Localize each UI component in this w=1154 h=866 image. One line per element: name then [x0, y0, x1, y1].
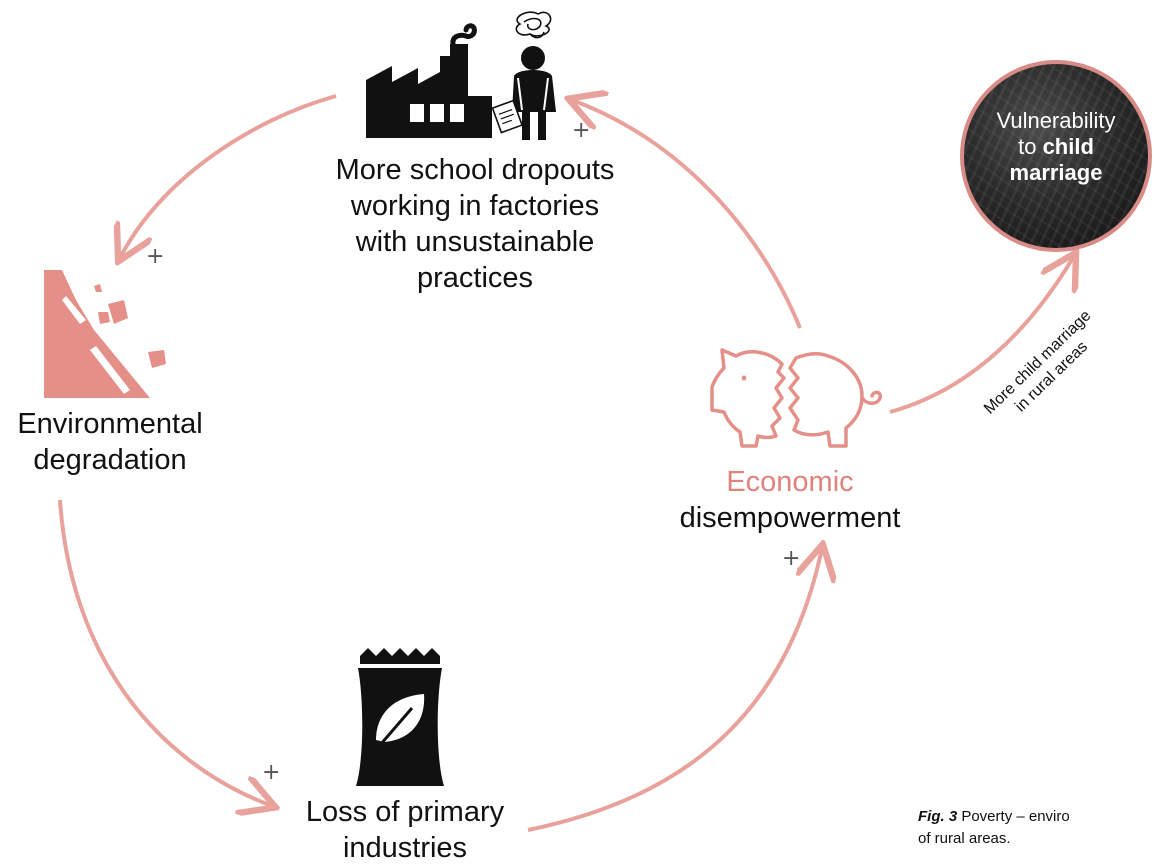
vulnerability-child: child: [1042, 134, 1094, 159]
leaf-bag-icon: [356, 648, 444, 786]
arrow-economic-to-child-marriage: [889, 256, 1074, 414]
node-environmental-degradation: Environmental degradation: [0, 406, 220, 478]
polarity-plus-industries: +: [262, 760, 281, 785]
figure-caption: Fig. 3 Poverty – enviro of rural areas.: [918, 806, 1154, 850]
polarity-plus-environment: +: [146, 244, 165, 269]
broken-piggy-bank-icon: [710, 348, 883, 448]
node-economic-line1: Economic: [726, 466, 854, 498]
node-dropouts-label: More school dropouts working in factorie…: [335, 154, 615, 294]
caption-line1: Fig. 3 Poverty – enviro: [918, 806, 1154, 828]
vulnerability-marriage: marriage: [1009, 160, 1103, 185]
arrow-environment-to-industries: [58, 499, 272, 806]
node-dropouts: More school dropouts working in factorie…: [300, 152, 650, 296]
polarity-plus-dropouts: +: [572, 118, 591, 143]
node-environment-label: Environmental degradation: [17, 408, 203, 476]
arrow-economic-to-dropouts: [572, 100, 802, 329]
caption-fig-label: Fig. 3: [918, 808, 958, 825]
vulnerability-line1: Vulnerability: [996, 108, 1116, 133]
vulnerability-circle: Vulnerability to child marriage: [960, 60, 1152, 252]
arrow-industries-to-economic: [527, 548, 822, 832]
polarity-plus-economic: +: [782, 546, 801, 571]
landslide-icon: [44, 270, 166, 398]
node-loss-of-primary-industries: Loss of primary industries: [270, 794, 540, 866]
factory-icon: [366, 23, 492, 138]
vulnerability-text: Vulnerability to child marriage: [964, 108, 1148, 186]
caption-text: Poverty – enviro: [957, 808, 1070, 825]
node-economic-disempowerment: Economic disempowerment: [650, 464, 930, 536]
arrow-dropouts-to-environment: [120, 94, 337, 258]
vulnerability-to: to: [1018, 134, 1043, 159]
vulnerability-line3: marriage: [964, 160, 1148, 186]
node-economic-line2: disempowerment: [679, 502, 901, 534]
caption-line2: of rural areas.: [918, 830, 1011, 847]
vulnerability-line2: to child: [964, 134, 1148, 160]
student-with-backpack-icon: [491, 11, 556, 140]
node-industries-label: Loss of primary industries: [305, 796, 505, 864]
